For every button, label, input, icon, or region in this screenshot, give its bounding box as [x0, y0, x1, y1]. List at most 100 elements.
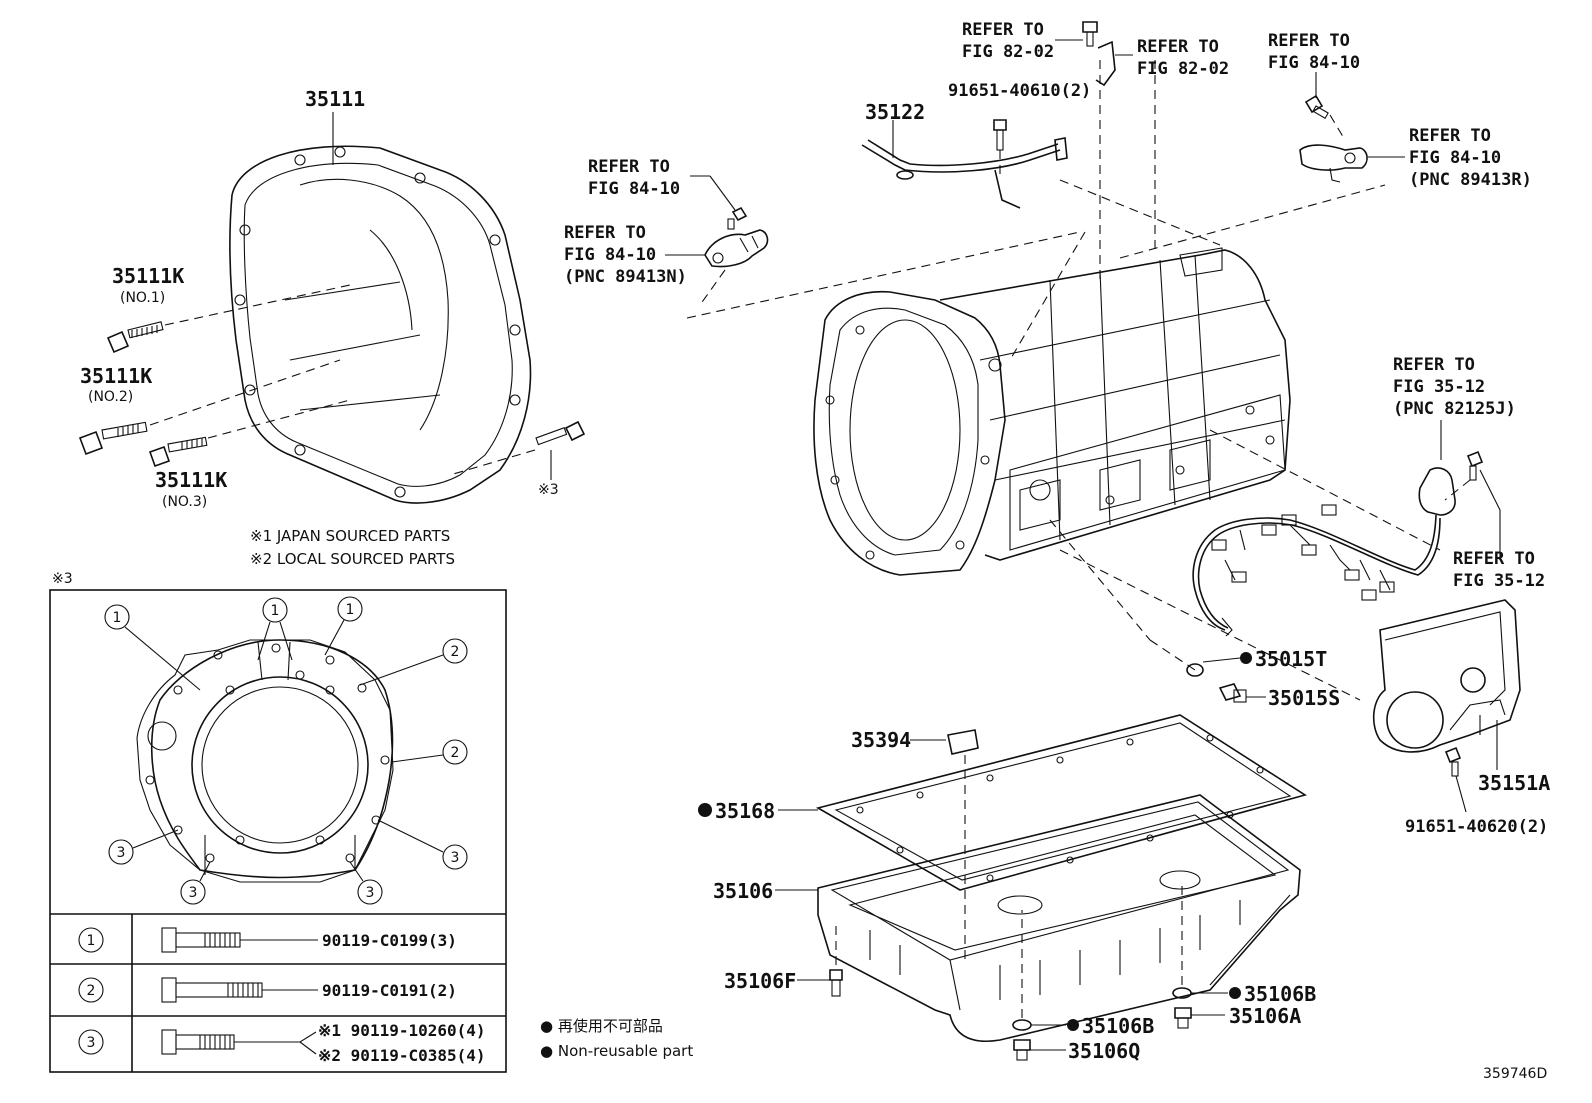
callout-35111k-no2: 35111K: [80, 364, 152, 388]
bellhousing-35111[interactable]: [229, 112, 532, 504]
callout-91651-40620: 91651-40620(2): [1405, 817, 1548, 837]
refer-bolt-84-10[interactable]: [1304, 94, 1329, 119]
inset-part-3b: ※2 90119-C0385(4): [318, 1046, 486, 1065]
transmission-case[interactable]: [813, 247, 1291, 576]
diagram-id: 359746D: [1483, 1066, 1547, 1082]
bolt-tube[interactable]: [993, 119, 1007, 151]
callout-35122: 35122: [865, 100, 925, 124]
inset-marker-3a: 3: [108, 829, 179, 865]
speed-sensor-89413n[interactable]: [704, 229, 769, 268]
oil-pan-35106[interactable]: [817, 794, 1301, 1042]
callout-35394: 35394: [851, 728, 911, 752]
plug-35106a[interactable]: [1174, 1007, 1192, 1029]
callout-35168: 35168: [715, 799, 775, 823]
callout-35111k-no2-sub: (NO.2): [88, 389, 133, 405]
svg-text:1: 1: [113, 610, 122, 626]
callout-35111k-no1-sub: (NO.1): [120, 290, 165, 306]
callout-35106f: 35106F: [724, 969, 796, 993]
plug-35015s[interactable]: [1218, 683, 1247, 703]
inset-part-1: 90119-C0199(3): [322, 931, 457, 950]
svg-text:1: 1: [346, 602, 355, 618]
wire-harness[interactable]: [1192, 467, 1456, 637]
inset-marker-3c: 3: [180, 861, 211, 905]
refer-5-line-2: FIG 84-10: [588, 179, 680, 199]
legend-jp: ● 再使用不可部品: [540, 1017, 663, 1035]
legend-en: ● Non-reusable part: [540, 1042, 693, 1060]
refer-3-line-1: REFER TO: [1268, 31, 1350, 51]
callout-35106b-right: 35106B: [1244, 982, 1316, 1006]
bolt-35111k-no2[interactable]: [78, 421, 148, 456]
o-ring-35015t[interactable]: [1186, 663, 1204, 677]
inset-part-2: 90119-C0191(2): [322, 981, 457, 1000]
svg-text:3: 3: [117, 845, 126, 861]
inset-row-2: 2 90119-C0191(2): [78, 977, 457, 1003]
inset-marker-2b: 2: [391, 739, 468, 765]
drain-bolt-35106f[interactable]: [829, 969, 843, 997]
inset-marker-1c: 1: [324, 596, 363, 656]
callout-35106b-center: 35106B: [1082, 1014, 1154, 1038]
refer-3-line-2: FIG 84-10: [1268, 53, 1360, 73]
inset-title: ※3: [52, 571, 73, 587]
plug-35106q[interactable]: [1013, 1039, 1031, 1061]
refer-bracket-82-02[interactable]: [1095, 40, 1116, 87]
callout-35111k-no3-sub: (NO.3): [162, 494, 207, 510]
refer-bolt-82-02[interactable]: [1082, 21, 1098, 47]
refer-1-line-1: REFER TO: [962, 20, 1044, 40]
note-local-sourced: ※2 LOCAL SOURCED PARTS: [250, 550, 455, 568]
refer-4-line-2: FIG 84-10: [1409, 148, 1501, 168]
bolt-cover[interactable]: [1444, 746, 1462, 777]
refer-bolt-35-12[interactable]: [1466, 450, 1484, 481]
speed-sensor-89413r[interactable]: [1299, 144, 1368, 183]
inset-marker-3b: 3: [377, 819, 468, 870]
non-reusable-mark-35106b-center: [1067, 1019, 1079, 1031]
refer-6-line-2: FIG 84-10: [564, 245, 656, 265]
callout-35111k-no1: 35111K: [112, 264, 184, 288]
refer-7-line-3: (PNC 82125J): [1393, 399, 1516, 419]
callout-35111: 35111: [305, 87, 365, 111]
refer-6-line-1: REFER TO: [564, 223, 646, 243]
callout-35015t: 35015T: [1255, 647, 1327, 671]
refer-1-line-2: FIG 82-02: [962, 42, 1054, 62]
refer-bolt-84-10-left[interactable]: [727, 206, 748, 230]
svg-text:1: 1: [87, 933, 96, 949]
tube-35122[interactable]: [861, 137, 1068, 209]
callout-x3: ※3: [538, 482, 559, 498]
svg-text:3: 3: [189, 885, 198, 901]
callout-35151a: 35151A: [1478, 771, 1550, 795]
bolt-x3[interactable]: [535, 420, 586, 446]
gasket-35106b-center[interactable]: [1012, 1019, 1032, 1031]
refer-7-line-2: FIG 35-12: [1393, 377, 1485, 397]
svg-text:3: 3: [366, 885, 375, 901]
callout-35106: 35106: [713, 879, 773, 903]
inset-marker-2a: 2: [359, 638, 468, 686]
non-reusable-mark-35168: [698, 803, 712, 817]
svg-text:2: 2: [87, 983, 96, 999]
inset-row-3: 3 ※1 90119-10260(4) ※2 90119-C0385(4): [78, 1021, 486, 1065]
inset-marker-1b: 1: [257, 597, 293, 661]
bolt-35111k-no3[interactable]: [148, 436, 208, 468]
inset-marker-3d: 3: [349, 861, 383, 905]
gasket-35168[interactable]: [815, 714, 1307, 891]
svg-text:2: 2: [451, 745, 460, 761]
refer-8-line-2: FIG 35-12: [1453, 571, 1545, 591]
svg-text:3: 3: [87, 1035, 96, 1051]
callout-35106q: 35106Q: [1068, 1039, 1140, 1063]
refer-5-line-1: REFER TO: [588, 157, 670, 177]
refer-4-line-1: REFER TO: [1409, 126, 1491, 146]
valve-cover-35151a[interactable]: [1372, 599, 1521, 753]
callout-91651-40610: 91651-40610(2): [948, 81, 1091, 101]
refer-2-line-1: REFER TO: [1137, 37, 1219, 57]
refer-4-line-3: (PNC 89413R): [1409, 170, 1532, 190]
svg-text:1: 1: [271, 603, 280, 619]
refer-6-line-3: (PNC 89413N): [564, 267, 687, 287]
inset-part-3a: ※1 90119-10260(4): [318, 1021, 486, 1040]
refer-2-line-2: FIG 82-02: [1137, 59, 1229, 79]
refer-7-line-1: REFER TO: [1393, 355, 1475, 375]
inset-row-1: 1 90119-C0199(3): [78, 927, 457, 953]
filter-35394[interactable]: [947, 729, 979, 755]
non-reusable-mark-35015t: [1240, 652, 1252, 664]
bolt-35111k-no1[interactable]: [106, 321, 164, 354]
inset-marker-1a: 1: [104, 604, 201, 691]
